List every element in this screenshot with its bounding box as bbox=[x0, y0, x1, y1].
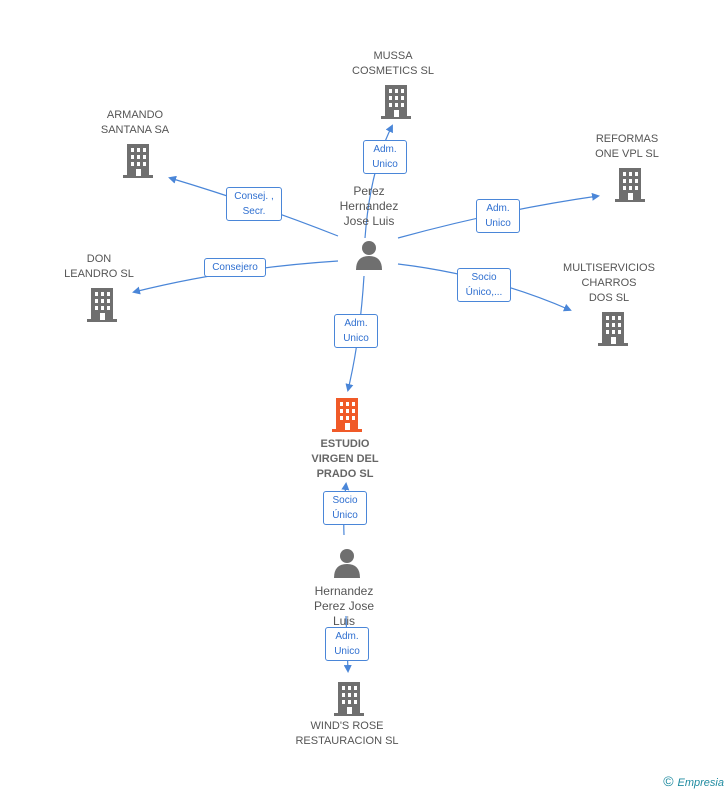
edge-label-adm-unico-estudio[interactable]: Adm. Unico bbox=[334, 314, 378, 348]
person-label-perez[interactable]: Perez Hernandez Jose Luis bbox=[339, 184, 399, 228]
person-icon[interactable] bbox=[332, 548, 362, 578]
edge-label-consej-secr[interactable]: Consej. , Secr. bbox=[226, 187, 282, 221]
person-label-hernandez[interactable]: Hernandez Perez Jose Luis bbox=[313, 584, 375, 628]
edge-label-socio-unico-estudio[interactable]: Socio Único bbox=[323, 491, 367, 525]
person-icon[interactable] bbox=[354, 240, 384, 270]
company-label-multiservicios[interactable]: MULTISERVICIOS CHARROS DOS SL bbox=[563, 262, 655, 304]
building-icon[interactable] bbox=[122, 144, 154, 178]
building-icon[interactable] bbox=[380, 85, 412, 119]
company-label-winds-rose[interactable]: WIND'S ROSE RESTAURACION SL bbox=[295, 720, 399, 747]
building-icon[interactable] bbox=[86, 288, 118, 322]
building-icon[interactable] bbox=[333, 682, 365, 716]
brand-name[interactable]: Empresia bbox=[677, 777, 724, 789]
company-label-reformas[interactable]: REFORMAS ONE VPL SL bbox=[595, 133, 659, 160]
edge-label-adm-unico-mussa[interactable]: Adm. Unico bbox=[363, 140, 407, 174]
copyright-icon: © bbox=[663, 773, 674, 789]
footer-brand: ©Empresia bbox=[663, 773, 724, 789]
company-label-armando[interactable]: ARMANDO SANTANA SA bbox=[100, 109, 170, 136]
edge-label-socio-unico-multi[interactable]: Socio Único,... bbox=[457, 268, 511, 302]
building-icon[interactable] bbox=[614, 168, 646, 202]
company-label-mussa[interactable]: MUSSA COSMETICS SL bbox=[352, 50, 434, 77]
edge-label-adm-unico-wind[interactable]: Adm. Unico bbox=[325, 627, 369, 661]
edge-label-consejero[interactable]: Consejero bbox=[204, 258, 266, 277]
edge-label-adm-unico-reformas[interactable]: Adm. Unico bbox=[476, 199, 520, 233]
edge-perez-mussa bbox=[364, 124, 393, 239]
company-label-don-leandro[interactable]: DON LEANDRO SL bbox=[64, 253, 134, 280]
company-label-estudio[interactable]: ESTUDIO VIRGEN DEL PRADO SL bbox=[311, 438, 379, 480]
building-icon[interactable] bbox=[597, 312, 629, 346]
building-icon-main[interactable] bbox=[331, 398, 363, 432]
